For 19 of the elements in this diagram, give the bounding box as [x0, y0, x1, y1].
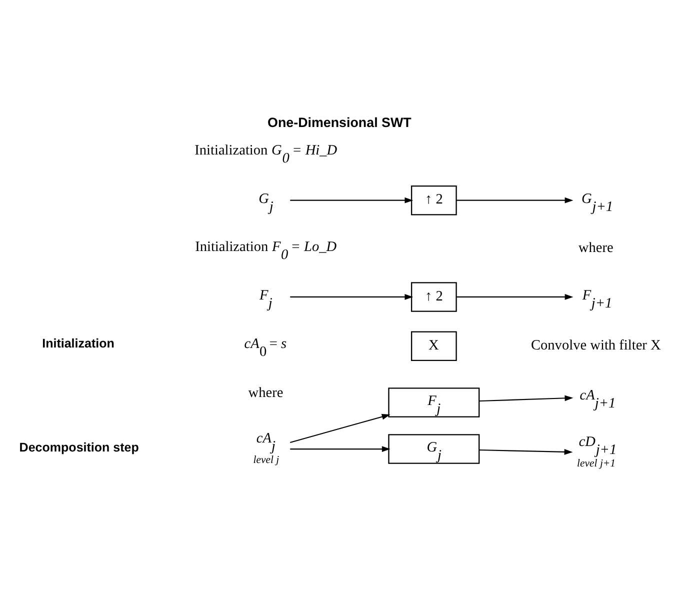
node-label: level j [253, 454, 280, 466]
node-box: X [410, 331, 457, 362]
label: Decomposition step [19, 440, 139, 454]
arrow [456, 294, 574, 300]
arrow [479, 395, 574, 402]
arrow [290, 414, 390, 443]
arrow [479, 448, 573, 455]
node-box: ↑ 2 [410, 282, 457, 312]
node-box: ↑ 2 [410, 185, 457, 216]
arrow [456, 197, 574, 204]
arrow [290, 294, 414, 300]
label: Convolve with filter X [530, 338, 661, 354]
label: where [248, 384, 284, 401]
label: Initialization [42, 336, 114, 351]
diagram-title: One-Dimensional SWT [268, 114, 412, 130]
arrow [290, 197, 414, 204]
label: where [578, 240, 614, 256]
node-label: level j+1 [577, 458, 616, 470]
arrow [290, 446, 390, 452]
